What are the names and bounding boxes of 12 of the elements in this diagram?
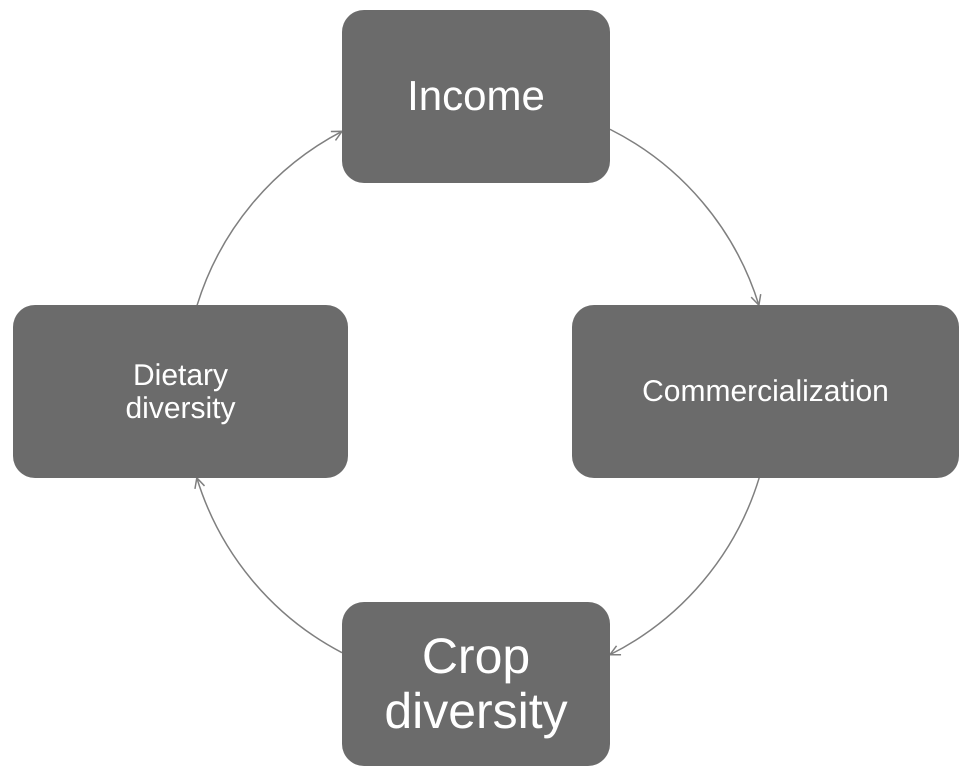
process-box xyxy=(342,602,610,766)
curved-arrow xyxy=(609,478,760,656)
box-label: Dietary diversity xyxy=(124,358,237,424)
box-label: Income xyxy=(407,73,545,120)
box-label: Crop diversity xyxy=(383,629,569,739)
curved-arrow xyxy=(194,477,342,654)
process-box xyxy=(342,10,610,183)
box-label: Commercialization xyxy=(642,375,889,408)
curved-arrow xyxy=(610,128,761,306)
curved-arrow xyxy=(196,130,343,306)
process-box xyxy=(572,305,959,478)
process-box xyxy=(13,305,348,478)
